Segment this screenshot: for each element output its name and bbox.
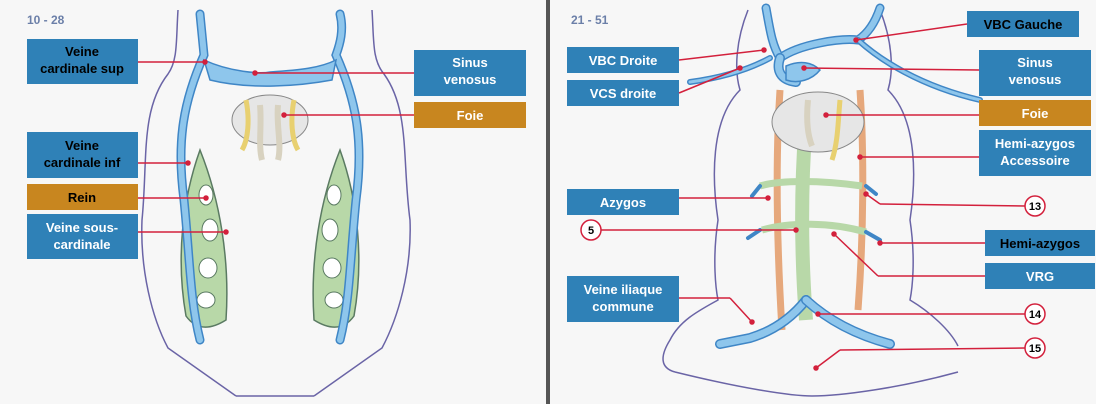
svg-text:14: 14: [1029, 309, 1042, 321]
svg-text:Veine: Veine: [65, 138, 99, 153]
number-15: 15: [1024, 337, 1046, 359]
blue-veins-right: [687, 3, 983, 349]
svg-text:Sinus: Sinus: [452, 55, 487, 70]
svg-text:VBC Gauche: VBC Gauche: [984, 17, 1063, 32]
svg-text:5: 5: [588, 225, 594, 237]
label-hemi-azygos: Hemi-azygos: [985, 230, 1095, 256]
svg-text:Hemi-azygos: Hemi-azygos: [995, 136, 1075, 151]
label-vcs-droite: VCS droite: [567, 80, 679, 106]
green-anastomosis-lower: [761, 220, 867, 236]
embryo-outline-right: [313, 9, 411, 397]
body-outline-bottom: [674, 371, 959, 397]
label-veine-sous-cardinale: Veine sous- cardinale: [27, 214, 138, 259]
leader-lines-right: [601, 23, 1026, 371]
svg-text:Rein: Rein: [68, 190, 96, 205]
label-veine-cardinale-inf: Veine cardinale inf: [27, 132, 138, 178]
vitelline-vein-left: [239, 99, 251, 152]
svg-text:cardinale: cardinale: [53, 237, 110, 252]
label-hemi-azygos-accessoire: Hemi-azygos Accessoire: [979, 130, 1091, 176]
hepatic-sinusoid-1: [257, 104, 265, 161]
svg-text:cardinale inf: cardinale inf: [44, 155, 121, 170]
svg-text:VCS droite: VCS droite: [590, 86, 656, 101]
number-5: 5: [580, 219, 602, 241]
label-veine-cardinale-sup: Veine cardinale sup: [27, 39, 138, 84]
sinus-venosus-shape-right: [785, 61, 822, 83]
svg-text:VRG: VRG: [1026, 269, 1054, 284]
right-panel: 21 - 51: [550, 0, 1096, 404]
number-13: 13: [1024, 195, 1046, 217]
label-azygos: Azygos: [567, 189, 679, 215]
svg-text:commune: commune: [592, 299, 653, 314]
panel-divider: [546, 0, 550, 404]
svg-text:Veine iliaque: Veine iliaque: [584, 282, 663, 297]
svg-text:venosus: venosus: [1009, 72, 1062, 87]
label-foie-right: Foie: [979, 100, 1091, 126]
svg-text:Azygos: Azygos: [600, 195, 646, 210]
svg-text:Sinus: Sinus: [1017, 55, 1052, 70]
svg-text:13: 13: [1029, 201, 1041, 213]
leader-lines-left: [138, 59, 414, 235]
right-figure-number: 21 - 51: [571, 13, 609, 27]
label-vbc-gauche: VBC Gauche: [967, 11, 1079, 37]
number-14: 14: [1024, 303, 1046, 325]
svg-text:cardinale sup: cardinale sup: [40, 61, 124, 76]
cardinal-vein-left: [177, 11, 208, 343]
label-sinus-venosus-right: Sinus venosus: [979, 50, 1091, 96]
svg-text:15: 15: [1029, 343, 1041, 355]
liver-shape: [231, 94, 309, 146]
cardinal-vein-right: [332, 11, 363, 343]
vitelline-vein-right: [289, 99, 301, 152]
label-rein: Rein: [27, 184, 138, 210]
label-vrg: VRG: [985, 263, 1095, 289]
svg-text:Hemi-azygos: Hemi-azygos: [1000, 236, 1080, 251]
left-panel: 10 - 28: [0, 0, 546, 404]
svg-text:Veine: Veine: [65, 44, 99, 59]
svg-text:Veine sous-: Veine sous-: [46, 220, 118, 235]
hepatic-sinusoid-right: [804, 99, 815, 148]
body-outline-left: [662, 9, 749, 373]
label-veine-iliaque-commune: Veine iliaque commune: [567, 276, 679, 322]
svg-text:venosus: venosus: [444, 72, 497, 87]
label-sinus-venosus-left: Sinus venosus: [414, 50, 526, 96]
label-foie-left: Foie: [414, 102, 526, 128]
svg-text:Accessoire: Accessoire: [1000, 153, 1069, 168]
svg-text:Foie: Foie: [1022, 106, 1049, 121]
hepatic-sinusoid-2: [274, 104, 283, 161]
label-vbc-droite: VBC Droite: [567, 47, 679, 73]
liver-shape-right: [771, 91, 865, 153]
svg-text:Foie: Foie: [457, 108, 484, 123]
vitelline-vein-right-side: [829, 99, 843, 161]
green-anastomosis-upper: [758, 178, 863, 190]
mesonephros-holes: [196, 184, 344, 309]
embryo-outline-left: [141, 9, 237, 397]
svg-text:VBC Droite: VBC Droite: [589, 53, 658, 68]
left-figure-number: 10 - 28: [27, 13, 65, 27]
